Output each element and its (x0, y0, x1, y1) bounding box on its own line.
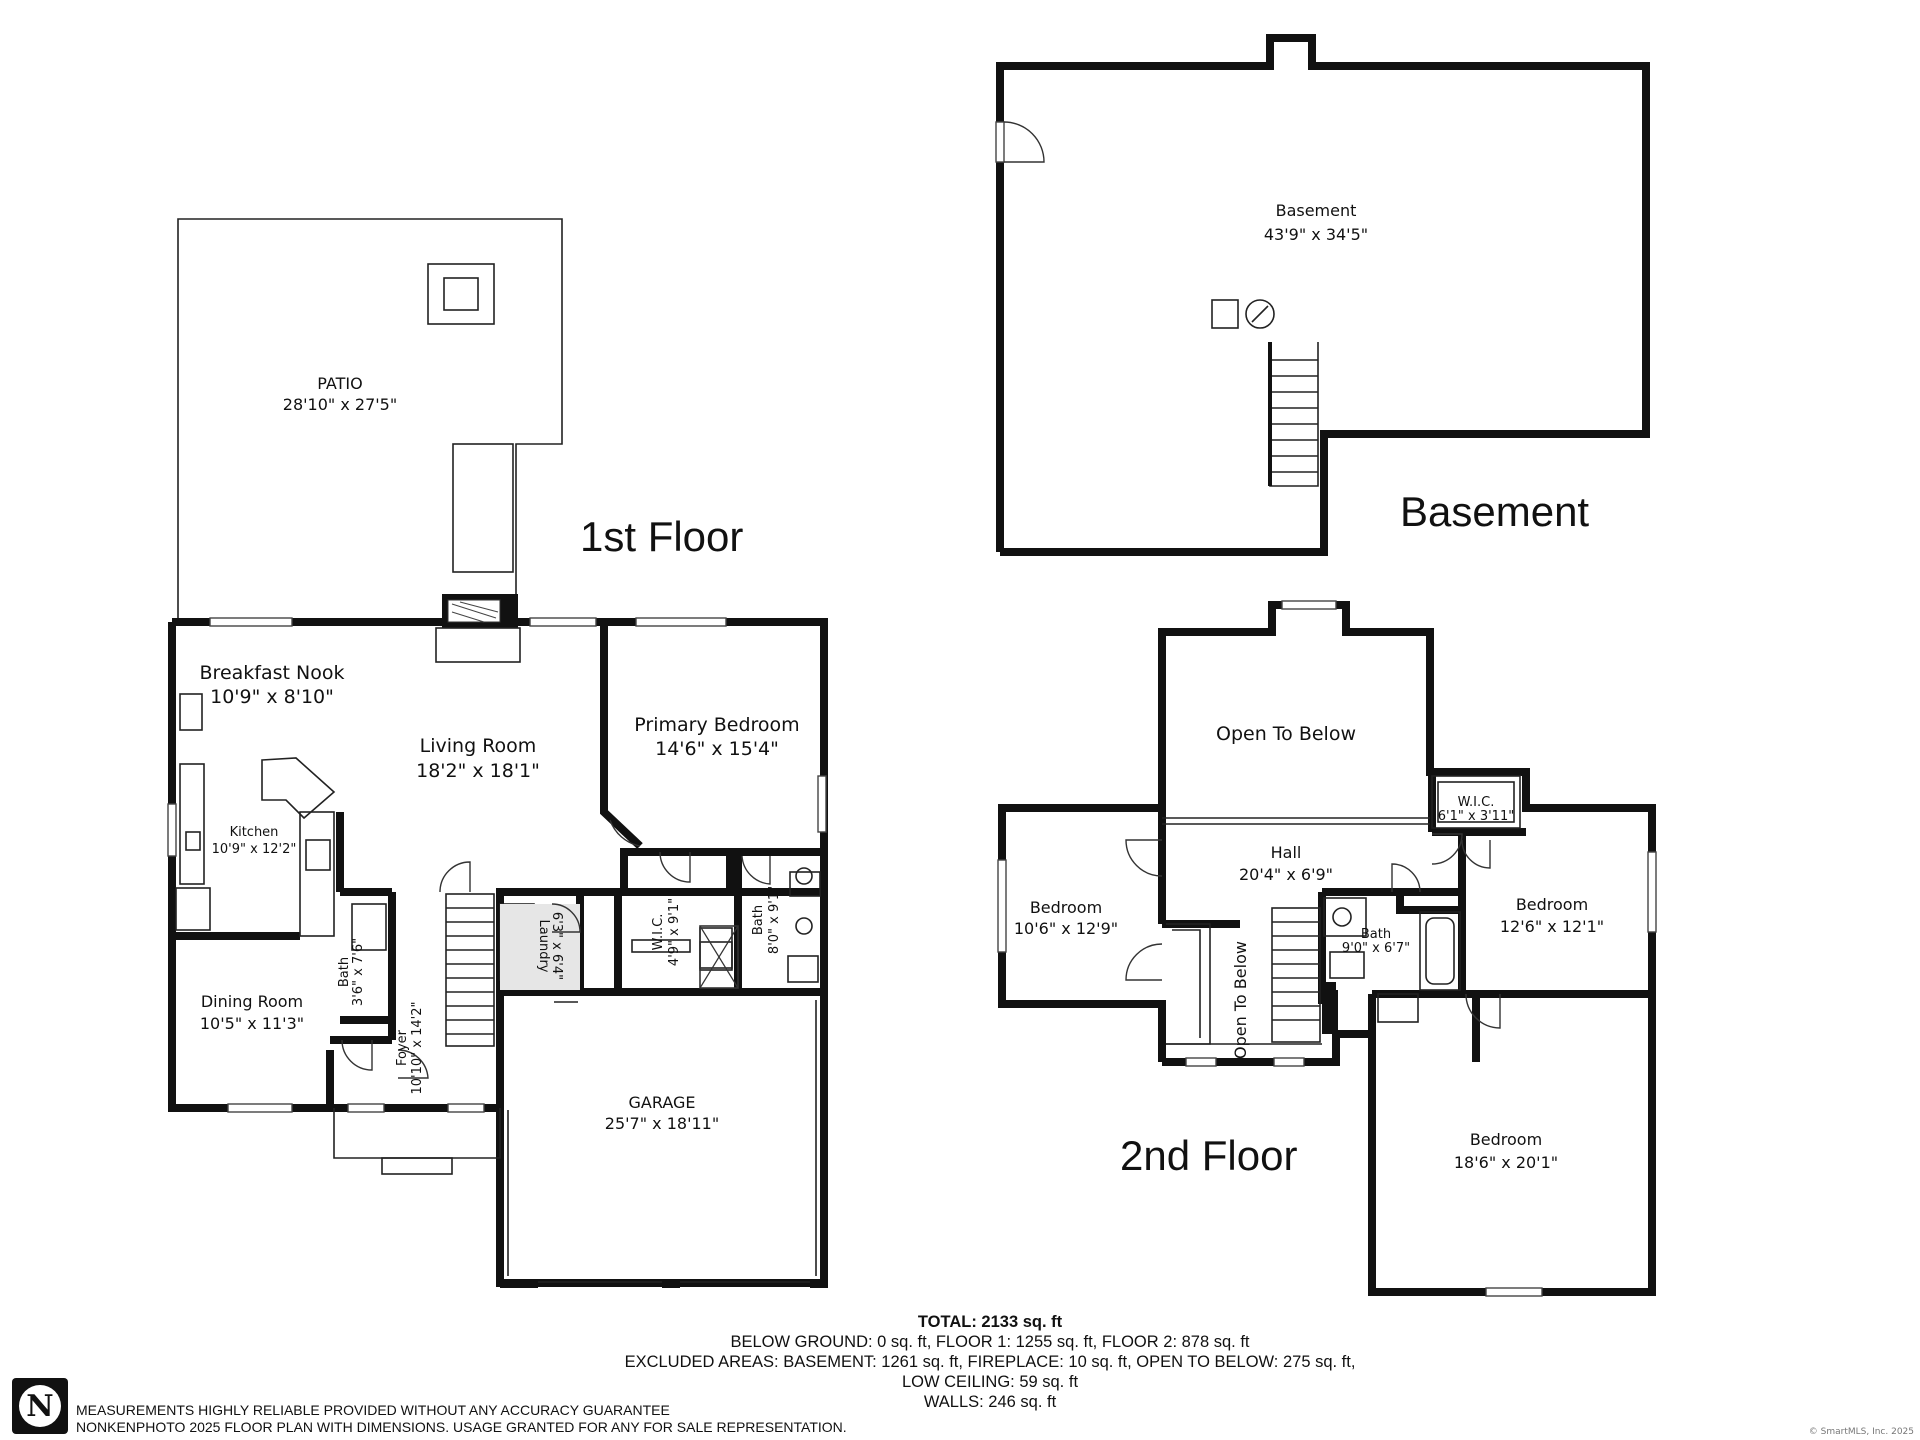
bedroom-right-dimensions: 12'6" x 12'1" (1500, 917, 1604, 936)
foyer-dimensions: 10'10" x 14'2" (410, 1002, 425, 1095)
disclaimer-line-1: MEASUREMENTS HIGHLY RELIABLE PROVIDED WI… (76, 1402, 670, 1418)
living-room-dimensions: 18'2" x 18'1" (416, 760, 540, 782)
garage-dimensions: 25'7" x 18'11" (605, 1114, 719, 1133)
kitchen-label: Kitchen (230, 825, 279, 840)
wic-first-dimensions: 4'9" x 9'1" (667, 898, 682, 966)
primary-bedroom-wall (600, 622, 643, 849)
primary-bedroom-label: Primary Bedroom (634, 714, 799, 736)
bathtub (1419, 911, 1461, 991)
patio-label: PATIO (317, 374, 362, 393)
garage-label: GARAGE (629, 1093, 696, 1112)
patio-dimensions: 28'10" x 27'5" (283, 395, 397, 414)
first-floor-title: 1st Floor (580, 513, 743, 560)
dining-room-label: Dining Room (201, 992, 303, 1011)
bath-small-label: Bath (337, 957, 352, 987)
kitchen-counter-right (299, 811, 335, 937)
wic-second-dimensions: 6'1" x 3'11" (1438, 809, 1514, 824)
basement-utility-box (1211, 299, 1239, 329)
wic-first-label: W.I.C. (651, 914, 666, 951)
bedroom-large-dimensions: 18'6" x 20'1" (1454, 1153, 1558, 1172)
total-area: TOTAL: 2133 sq. ft (917, 1313, 1063, 1331)
kitchen-island (261, 757, 336, 820)
breakfast-nook-dimensions: 10'9" x 8'10" (210, 686, 334, 708)
hall-label: Hall (1271, 843, 1302, 862)
bedroom-large-label: Bedroom (1470, 1130, 1542, 1149)
basement-stairs (1268, 342, 1319, 487)
patio-bench (452, 443, 514, 573)
totals-line-excluded: EXCLUDED AREAS: BASEMENT: 1261 sq. ft, F… (624, 1353, 1356, 1371)
bedroom-right-label: Bedroom (1516, 895, 1588, 914)
dining-room-dimensions: 10'5" x 11'3" (200, 1014, 304, 1033)
company-logo: N (12, 1378, 68, 1434)
wic-second-label: W.I.C. (1458, 795, 1495, 810)
kitchen-sink (185, 831, 201, 851)
disclaimer: MEASUREMENTS HIGHLY RELIABLE PROVIDED WI… (76, 1402, 847, 1436)
totals-line-floors: BELOW GROUND: 0 sq. ft, FLOOR 1: 1255 sq… (730, 1333, 1250, 1351)
first-floor-stairs (445, 893, 495, 1047)
disclaimer-line-2: NONKENPHOTO 2025 FLOOR PLAN WITH DIMENSI… (76, 1419, 847, 1435)
toilet (699, 941, 733, 969)
second-floor-plan: Open To Below W.I.C. 6'1" x 3'11" Hall 2… (997, 600, 1657, 1297)
basement-dimensions: 43'9" x 34'5" (1264, 225, 1368, 244)
totals-line-walls: WALLS: 246 sq. ft (923, 1393, 1057, 1411)
front-porch (333, 1108, 501, 1159)
patio-area: PATIO 28'10" x 27'5" (177, 218, 563, 618)
second-floor-stairs (1271, 907, 1321, 1043)
logo-letter: N (19, 1385, 61, 1427)
patio-firepit (427, 263, 495, 325)
bedroom-left-dimensions: 10'6" x 12'9" (1014, 919, 1118, 938)
bath-primary-dimensions: 8'0" x 9'1" (767, 886, 782, 954)
water-heater (1245, 299, 1275, 329)
bath-toilet (1329, 951, 1365, 979)
basement-walls (996, 34, 1650, 556)
stove (305, 839, 331, 871)
area-totals: TOTAL: 2133 sq. ft BELOW GROUND: 0 sq. f… (560, 1312, 1420, 1412)
basement-plan: Basement 43'9" x 34'5" Basement (995, 34, 1650, 556)
basement-title: Basement (1400, 488, 1589, 535)
hall-dimensions: 20'4" x 6'9" (1239, 865, 1333, 884)
second-floor-title: 2nd Floor (1120, 1132, 1297, 1179)
bath-second-label: Bath (1361, 927, 1391, 942)
primary-bedroom-dimensions: 14'6" x 15'4" (655, 738, 779, 760)
laundry-label: Laundry (536, 920, 551, 973)
fridge (179, 693, 203, 731)
open-to-below-vertical-label: Open To Below (1231, 941, 1250, 1059)
laundry-dimensions: 6'3" x 6'4" (549, 912, 564, 980)
bath-primary-label: Bath (751, 905, 766, 935)
bath-second-dimensions: 9'0" x 6'7" (1342, 941, 1410, 956)
kitchen-counter-left (179, 763, 205, 885)
foyer-label: Foyer (395, 1029, 410, 1066)
kitchen-dimensions: 10'9" x 12'2" (212, 842, 297, 857)
open-to-below-top-label: Open To Below (1216, 723, 1356, 745)
basement-label: Basement (1276, 201, 1357, 220)
bath-small-dimensions: 3'6" x 7'6" (351, 938, 366, 1006)
copyright-credit: © SmartMLS, Inc. 2025 (1808, 1427, 1914, 1437)
totals-line-low-ceiling: LOW CEILING: 59 sq. ft (901, 1373, 1079, 1391)
bath-vanity (1323, 897, 1367, 937)
living-room-label: Living Room (420, 735, 537, 757)
second-floor-exterior-walls (998, 601, 1656, 1062)
bedroom-left-label: Bedroom (1030, 898, 1102, 917)
first-floor-plan: PATIO 28'10" x 27'5" (167, 218, 828, 1288)
breakfast-nook-label: Breakfast Nook (200, 662, 345, 684)
